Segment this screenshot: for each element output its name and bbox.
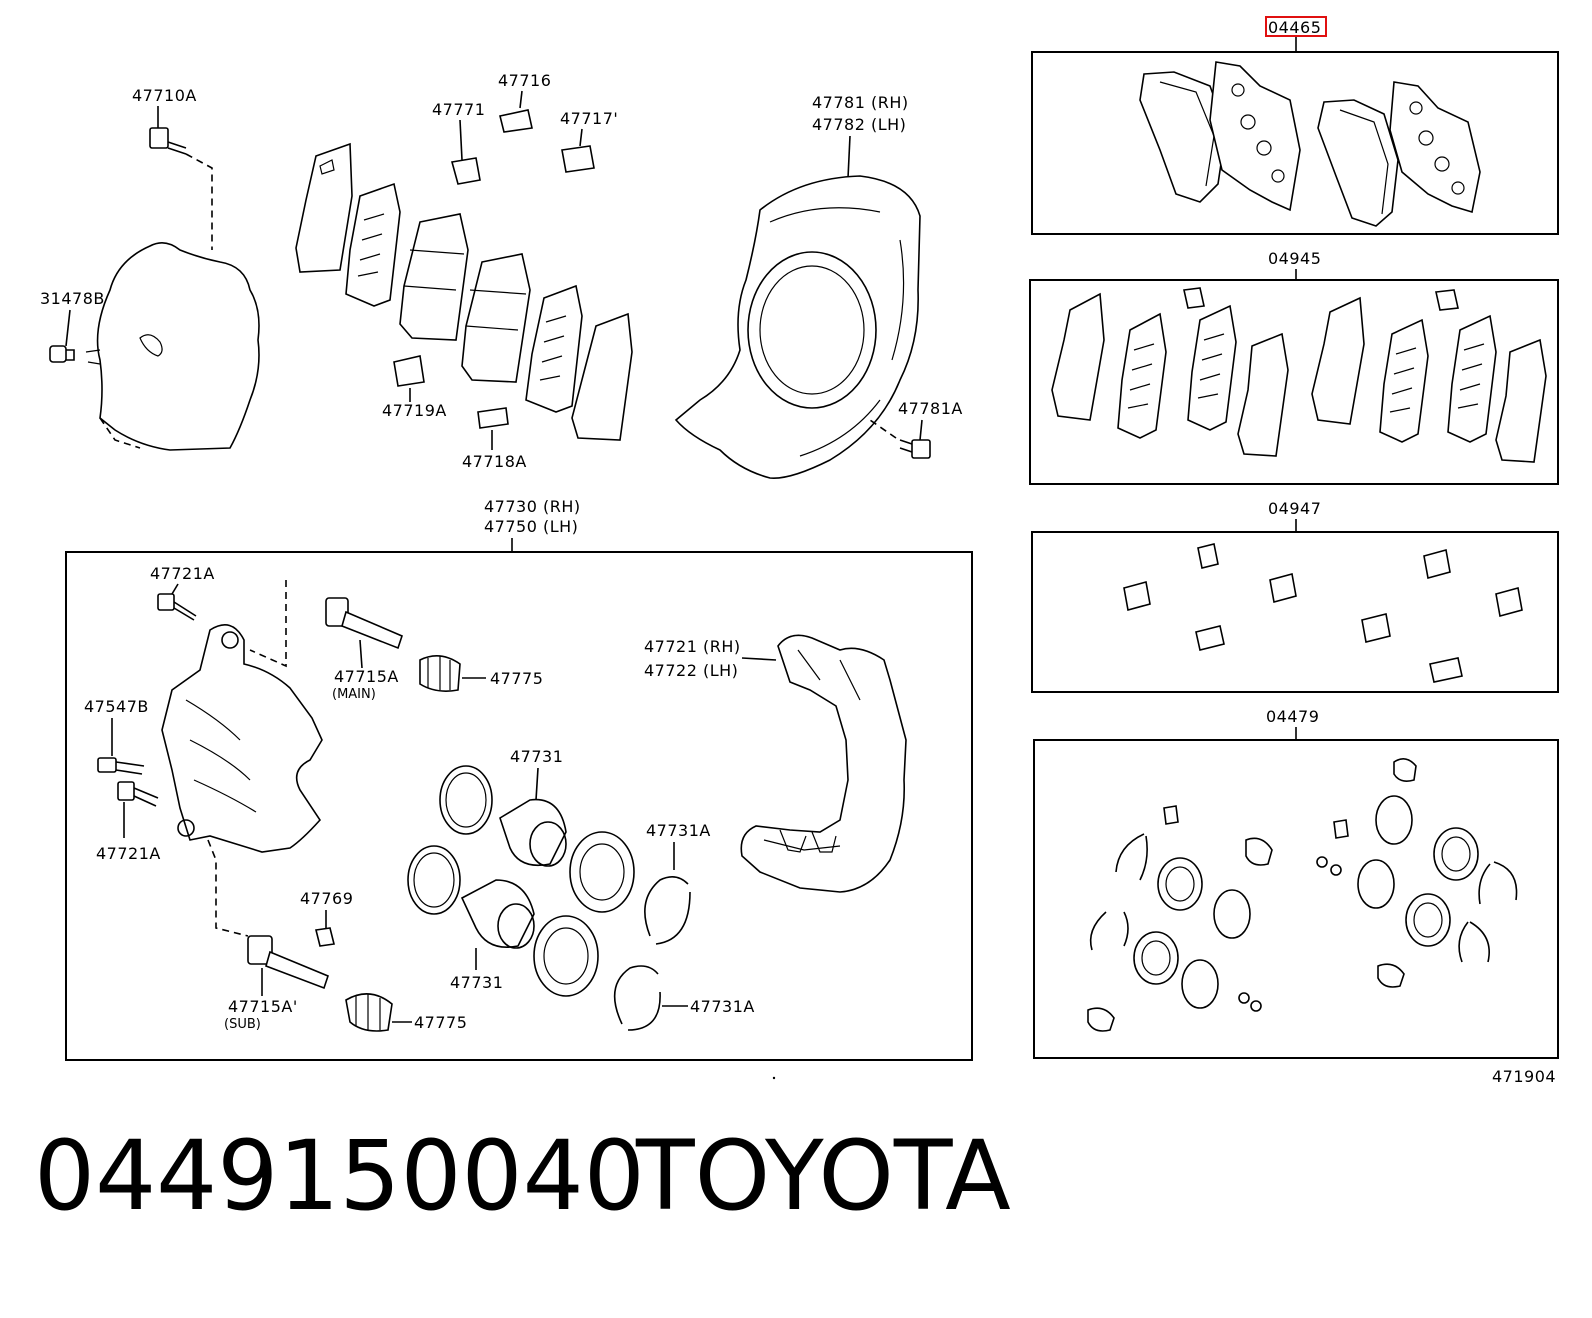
label-47775-top[interactable]: 47775 (490, 669, 543, 688)
kit-04479: 04479 (1033, 707, 1559, 1086)
shim-outer-right[interactable] (571, 312, 633, 441)
clip-47717[interactable] (561, 145, 595, 173)
label-47717[interactable]: 47717' (560, 109, 618, 128)
label-47731A-bottom[interactable]: 47731A (690, 997, 755, 1016)
label-04947[interactable]: 04947 (1268, 499, 1321, 518)
bolt-47721A-bottom[interactable] (117, 781, 159, 807)
clip-47719A[interactable] (393, 355, 425, 387)
boot-47775-bottom[interactable] (345, 993, 393, 1032)
label-47710A[interactable]: 47710A (132, 86, 197, 105)
label-47721RH[interactable]: 47721 (RH) (644, 637, 741, 656)
piston-boot-bottom[interactable] (533, 915, 599, 997)
piston-top[interactable] (499, 798, 567, 867)
caliper-bracket-torque-plate[interactable] (161, 624, 323, 853)
label-47718A[interactable]: 47718A (462, 452, 527, 471)
part-number: 0449150040 (34, 1120, 645, 1232)
stray-dot (772, 1076, 776, 1080)
kit-shim-2[interactable] (1389, 81, 1481, 214)
brake-pad-right[interactable] (461, 253, 531, 383)
kit-04479-seals[interactable] (1087, 758, 1518, 1032)
slide-pin-47715A-main[interactable] (325, 597, 403, 650)
label-31478B[interactable]: 31478B (40, 289, 105, 308)
label-47722LH[interactable]: 47722 (LH) (644, 661, 738, 680)
label-47719A[interactable]: 47719A (382, 401, 447, 420)
dust-cover-assembly: 47781 (RH) 47782 (LH) 47781A (674, 93, 963, 479)
label-04945[interactable]: 04945 (1268, 249, 1321, 268)
pad-and-shim-group: 47771 47716 47717' 47719A 47718A (295, 71, 633, 471)
piston-bottom[interactable] (460, 879, 535, 949)
label-04465[interactable]: 04465 (1268, 18, 1321, 37)
clip-47718A[interactable] (477, 407, 509, 429)
label-47771[interactable]: 47771 (432, 100, 485, 119)
label-47730RH[interactable]: 47730 (RH) (484, 497, 581, 516)
boot-47775-top[interactable] (419, 655, 461, 692)
shim-outer-left[interactable] (295, 142, 353, 273)
bleeder-screw-47547B[interactable] (97, 757, 145, 775)
shim-inner-left[interactable] (345, 182, 401, 307)
kit-shim-1[interactable] (1209, 61, 1301, 212)
label-47775-bottom[interactable]: 47775 (414, 1013, 467, 1032)
piston-boot-top[interactable] (569, 831, 635, 913)
cap-47769[interactable] (315, 927, 335, 947)
seal-ring-top[interactable] (439, 765, 493, 835)
caliper-assembly-box: 47730 (RH) 47750 (LH) 47721A 47547B 4772… (65, 497, 973, 1061)
brake-pad-left[interactable] (399, 213, 469, 341)
slide-pin-47715A-sub[interactable] (247, 935, 329, 990)
bleeder-plug-31478B[interactable] (49, 345, 75, 363)
label-47731A-top[interactable]: 47731A (646, 821, 711, 840)
retaining-ring-bottom[interactable] (613, 965, 661, 1031)
label-47769[interactable]: 47769 (300, 889, 353, 908)
shim-inner-right[interactable] (525, 284, 583, 413)
seal-ring-bottom[interactable] (407, 845, 461, 915)
kit-04947: 04947 (1031, 499, 1559, 693)
label-47731-bottom[interactable]: 47731 (450, 973, 503, 992)
label-sub[interactable]: (SUB) (224, 1017, 261, 1032)
clip-47771[interactable] (450, 157, 481, 185)
brand-name: TOYOTA (636, 1120, 1011, 1232)
label-47781A[interactable]: 47781A (898, 399, 963, 418)
caliper-housing[interactable] (85, 242, 260, 451)
label-47731-top[interactable]: 47731 (510, 747, 563, 766)
kit-pad-1[interactable] (1139, 71, 1227, 203)
label-47782LH[interactable]: 47782 (LH) (812, 115, 906, 134)
bolt-47721A-top[interactable] (157, 593, 197, 621)
bolt-47710A[interactable] (149, 127, 187, 155)
label-47781RH[interactable]: 47781 (RH) (812, 93, 909, 112)
label-47721A-top[interactable]: 47721A (150, 564, 215, 583)
label-47750LH[interactable]: 47750 (LH) (484, 517, 578, 536)
label-04479[interactable]: 04479 (1266, 707, 1319, 726)
highlight-box (1265, 16, 1327, 37)
kit-pad-2[interactable] (1317, 99, 1399, 227)
kit-04945-shims[interactable] (1051, 287, 1547, 463)
disc-brake-dust-cover[interactable] (674, 175, 921, 479)
label-471904[interactable]: 471904 (1492, 1067, 1556, 1086)
kit-04947-clips[interactable] (1123, 543, 1523, 683)
retaining-ring-top[interactable] (644, 876, 691, 945)
clip-47716[interactable] (499, 109, 533, 133)
label-47715A-sub[interactable]: 47715A' (228, 997, 298, 1016)
label-47721A-bottom[interactable]: 47721A (96, 844, 161, 863)
label-47715A-main[interactable]: 47715A (334, 667, 399, 686)
label-47547B[interactable]: 47547B (84, 697, 149, 716)
label-47716[interactable]: 47716 (498, 71, 551, 90)
bolt-47781A[interactable] (899, 439, 931, 459)
kit-04465: 04465 (1031, 16, 1559, 235)
caliper-mounting-bracket[interactable] (740, 634, 907, 893)
label-main[interactable]: (MAIN) (332, 687, 376, 702)
kit-04945: 04945 (1029, 249, 1559, 485)
caliper-body-assembly: 47710A 31478B (40, 86, 260, 451)
